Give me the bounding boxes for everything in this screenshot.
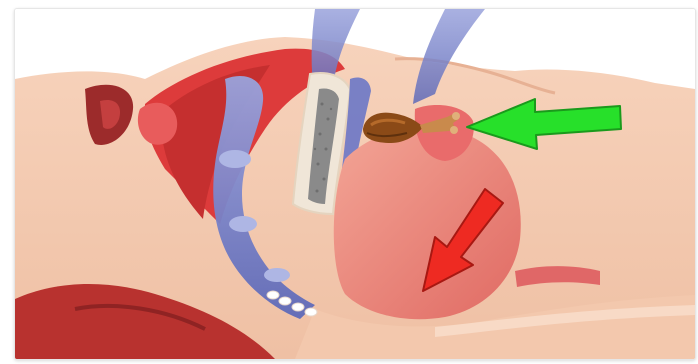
- air-bubble: [219, 150, 251, 168]
- airway-diagram: [15, 9, 695, 359]
- air-bubble: [264, 268, 290, 282]
- image-card: [14, 8, 696, 360]
- tongue: [334, 127, 521, 319]
- air-bubble: [229, 216, 257, 232]
